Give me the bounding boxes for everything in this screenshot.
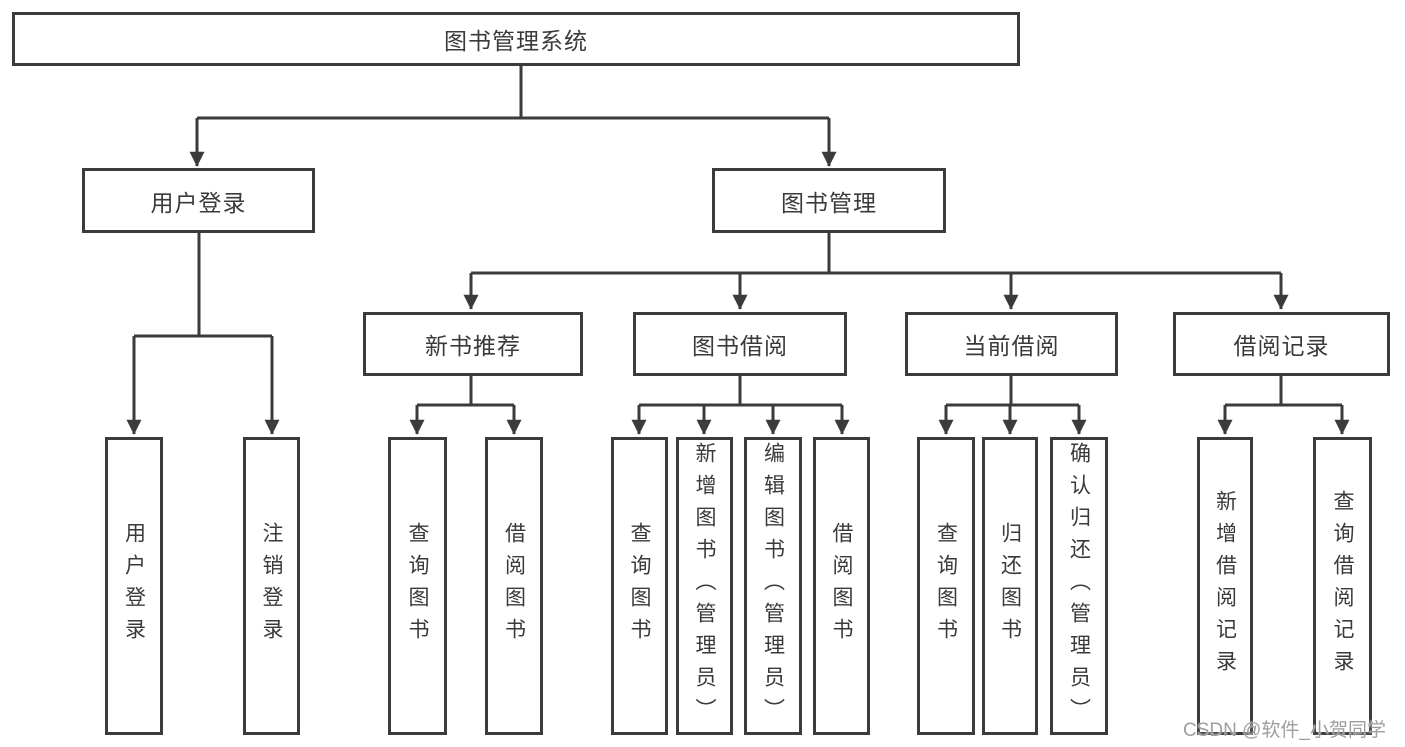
leaf-label: 查询图书 (628, 522, 651, 650)
node-label: 用户登录 (150, 189, 247, 216)
leaf-query-books-recommend: 查询图书 (388, 437, 447, 735)
leaf-return-books: 归还图书 (982, 437, 1038, 735)
node-user-login: 用户登录 (82, 168, 315, 233)
leaf-query-borrow-record: 查询借阅记录 (1313, 437, 1372, 735)
leaf-label: 编辑图书（管理员） (761, 442, 785, 730)
node-label: 当前借阅 (963, 333, 1060, 359)
leaf-label: 查询借阅记录 (1331, 490, 1354, 682)
node-label: 新书推荐 (425, 333, 521, 359)
leaf-user-login: 用户登录 (105, 437, 163, 735)
leaf-label: 借阅图书 (830, 522, 853, 650)
node-library-management-system: 图书管理系统 (12, 12, 1020, 66)
leaf-label: 用户登录 (122, 522, 146, 650)
leaf-label: 借阅图书 (502, 522, 526, 650)
leaf-confirm-return-admin: 确认归还（管理员） (1050, 437, 1108, 735)
node-label: 图书管理 (781, 189, 877, 216)
leaf-label: 注销登录 (260, 522, 283, 650)
leaf-borrow-books: 借阅图书 (813, 437, 870, 735)
node-label: 借阅记录 (1233, 333, 1330, 359)
leaf-logout: 注销登录 (243, 437, 300, 735)
node-current-borrow: 当前借阅 (905, 312, 1118, 376)
leaf-label: 确认归还（管理员） (1067, 442, 1091, 730)
node-new-book-recommend: 新书推荐 (363, 312, 583, 376)
leaf-add-books-admin: 新增图书（管理员） (676, 437, 733, 735)
leaf-query-books-borrow: 查询图书 (611, 437, 668, 735)
leaf-add-borrow-record: 新增借阅记录 (1197, 437, 1253, 735)
node-label: 图书借阅 (692, 333, 788, 359)
leaf-label: 查询图书 (934, 522, 958, 650)
node-book-management: 图书管理 (712, 168, 946, 233)
node-borrow-records: 借阅记录 (1173, 312, 1390, 376)
leaf-label: 新增图书（管理员） (693, 442, 716, 730)
leaf-label: 新增借阅记录 (1213, 490, 1237, 682)
node-label: 图书管理系统 (444, 28, 588, 54)
leaf-label: 查询图书 (406, 522, 429, 650)
leaf-query-books-current: 查询图书 (917, 437, 975, 735)
leaf-borrow-books-recommend: 借阅图书 (485, 437, 543, 735)
node-book-borrow: 图书借阅 (633, 312, 847, 376)
leaf-label: 归还图书 (998, 522, 1022, 650)
leaf-edit-books-admin: 编辑图书（管理员） (744, 437, 802, 735)
csdn-watermark: CSDN @软件_小贺同学 (1183, 720, 1386, 741)
